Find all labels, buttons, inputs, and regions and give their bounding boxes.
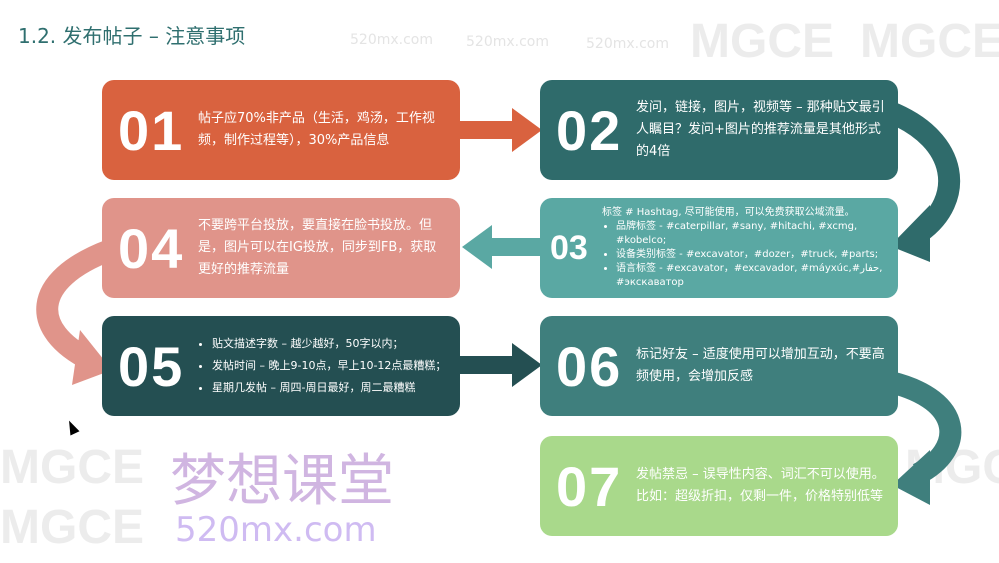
step-number: 03 [550,228,588,267]
watermark: 520mx.com [586,36,669,52]
step-05: 05 贴文描述字数 – 越少越好，50字以内； 发帖时间 – 晚上9-10点，早… [102,316,460,416]
step-number: 02 [556,98,623,162]
list-item: 星期几发帖 – 周四-周日最好，周二最糟糕 [212,377,446,399]
list-item: 贴文描述字数 – 越少越好，50字以内； [212,333,446,355]
step-07: 07 发帖禁忌 – 误导性内容、词汇不可以使用。比如：超级折扣，仅剩一件，价格特… [540,436,898,536]
step-text: 发帖禁忌 – 误导性内容、词汇不可以使用。比如：超级折扣，仅剩一件，价格特别低等 [636,467,885,504]
step-text: 标签 # Hashtag, 尽可能使用，可以免费获取公域流量。 品牌标签 - #… [602,206,898,290]
step-01: 01 帖子应70%非产品（生活，鸡汤，工作视频，制作过程等），30%产品信息 [102,80,460,180]
step-text: 标记好友 – 适度使用可以增加互动，不要高频使用，会增加反感 [636,347,885,384]
step-number: 05 [118,334,185,398]
watermark: MGCE [0,441,144,494]
arrow-06-07 [887,371,962,505]
step-text: 发问，链接，图片，视频等 – 那种贴文最引人瞩目？发问+图片的推荐流量是其他形式… [636,100,885,159]
hashtag-intro: 标签 # Hashtag, 尽可能使用，可以免费获取公域流量。 [602,207,855,218]
watermark-logo: 梦想课堂 [170,449,394,514]
list-item: 语言标签 - #excavator，#excavador, #máyxúc,#ح… [616,262,892,290]
watermark: 520mx.com [466,34,549,50]
step-06: 06 标记好友 – 适度使用可以增加互动，不要高频使用，会增加反感 [540,316,898,416]
watermark: MGCE [0,501,144,554]
page-title: 1.2. 发布帖子 – 注意事项 [18,24,246,48]
step-text: 贴文描述字数 – 越少越好，50字以内； 发帖时间 – 晚上9-10点，早上10… [198,333,458,399]
step-number: 04 [118,216,185,280]
arrow-03-04 [462,225,550,269]
watermark: MGCE [860,15,999,68]
arrow-05-06 [455,343,542,387]
watermark: MGCE [690,15,834,68]
step-text: 帖子应70%非产品（生活，鸡汤，工作视频，制作过程等），30%产品信息 [198,111,435,148]
step-number: 06 [556,334,623,398]
step-number: 07 [556,454,623,518]
arrow-01-02 [455,108,542,152]
step-text: 不要跨平台投放，要直接在脸书投放。但是，图片可以在IG投放，同步到FB，获取更好… [198,218,437,277]
step-02: 02 发问，链接，图片，视频等 – 那种贴文最引人瞩目？发问+图片的推荐流量是其… [540,80,898,180]
list-item: 品牌标签 - #caterpillar, #sany, #hitachi, #x… [616,220,892,248]
step-04: 04 不要跨平台投放，要直接在脸书投放。但是，图片可以在IG投放，同步到FB，获… [102,198,460,298]
list-item: 设备类别标签 - #excavator，#dozer，#truck, #part… [616,248,892,262]
watermark: 520mx.com [350,32,433,48]
step-03: 03 标签 # Hashtag, 尽可能使用，可以免费获取公域流量。 品牌标签 … [540,198,898,298]
list-item: 发帖时间 – 晚上9-10点，早上10-12点最糟糕； [212,355,446,377]
arrow-02-03 [885,101,961,262]
watermark-site: 520mx.com [175,510,377,550]
step-number: 01 [118,98,185,162]
